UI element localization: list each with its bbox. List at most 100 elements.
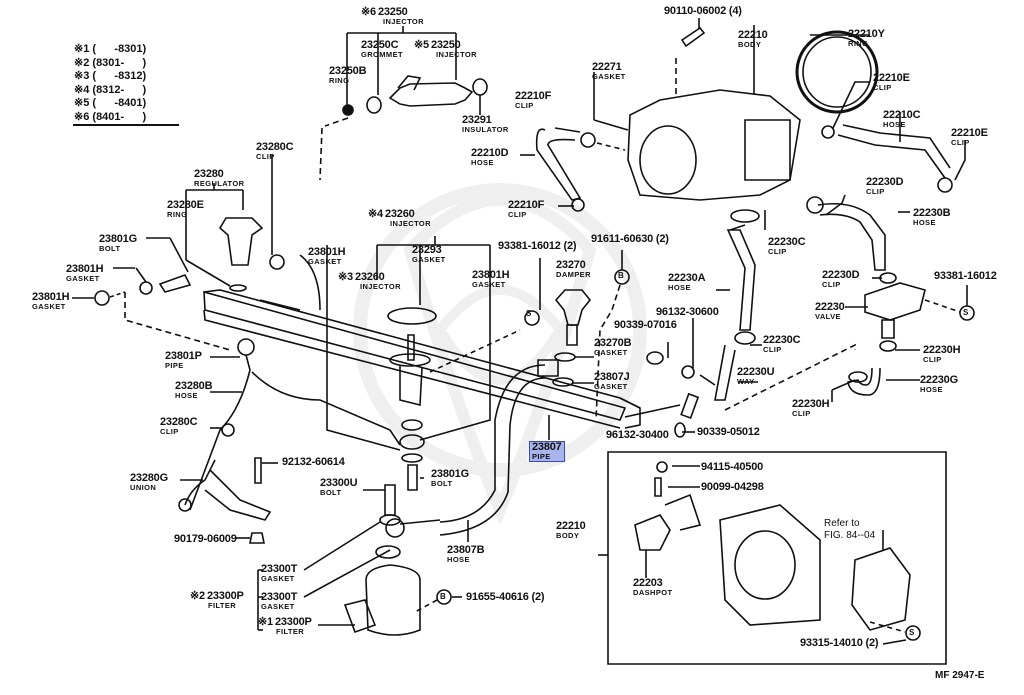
s-marker-icon: S [526, 309, 532, 318]
legend-underline [73, 124, 179, 126]
part-label-93381-16012[interactable]: 93381-16012 [934, 270, 997, 282]
legend-row: ※4 (8312- ) [74, 83, 147, 96]
b-marker-icon: B [618, 271, 624, 280]
injector-23260 [327, 236, 539, 462]
part-label-96132-30400[interactable]: 96132-30400 [606, 429, 669, 441]
regulator-23280 [186, 155, 320, 310]
pipe-23801p [190, 339, 400, 510]
figure-id: MF 2947-E [935, 670, 985, 681]
b-marker-icon: B [440, 592, 446, 601]
part-label-91655[interactable]: 91655-40616 (2) [466, 591, 545, 603]
part-label-92132[interactable]: 92132-60614 [282, 456, 345, 468]
watermark-emblem [350, 130, 650, 550]
hose-22210d [520, 128, 625, 211]
part-label-90339-07016[interactable]: 90339-07016 [614, 319, 677, 331]
s-marker-icon: S [909, 628, 915, 637]
s-marker-icon: S [963, 308, 969, 317]
hose-22230a [625, 210, 855, 437]
part-label-91611[interactable]: 91611-60630 (2) [591, 233, 669, 245]
throttle-body-top [594, 25, 877, 200]
legend-row: ※6 (8401- ) [74, 110, 147, 123]
part-label-96132-30600[interactable]: 96132-30600 [656, 306, 719, 318]
production-date-legend: ※1 ( -8301) ※2 (8301- ) ※3 ( -8312) ※4 (… [74, 43, 146, 124]
part-label-90110[interactable]: 90110-06002 (4) [664, 5, 742, 17]
hose-22210c [822, 82, 965, 192]
throttle-body-box [598, 452, 946, 664]
part-label-90179[interactable]: 90179-06009 [174, 533, 237, 545]
bolt-90110 [676, 18, 704, 95]
part-label-90339-05012[interactable]: 90339-05012 [697, 426, 760, 438]
part-label-93381-16012-2[interactable]: 93381-16012 (2) [498, 240, 577, 252]
part-label-93315[interactable]: 93315-14010 (2) [800, 637, 879, 649]
legend-row: ※3 ( -8312) [74, 70, 147, 82]
fuel-rail [204, 290, 640, 428]
injector-top-group [320, 26, 487, 180]
part-label-94115[interactable]: 94115-40500 [701, 461, 764, 473]
fuel-filter [258, 465, 462, 635]
legend-row: ※1 ( -8301) [74, 43, 147, 55]
pipe-23807 [386, 360, 558, 542]
damper-23270 [540, 250, 629, 420]
legend-row: ※2 (8301- ) [74, 56, 147, 69]
part-label-90099[interactable]: 90099-04298 [701, 481, 764, 493]
union-23280g [179, 458, 278, 543]
valve-22230 [807, 195, 974, 402]
